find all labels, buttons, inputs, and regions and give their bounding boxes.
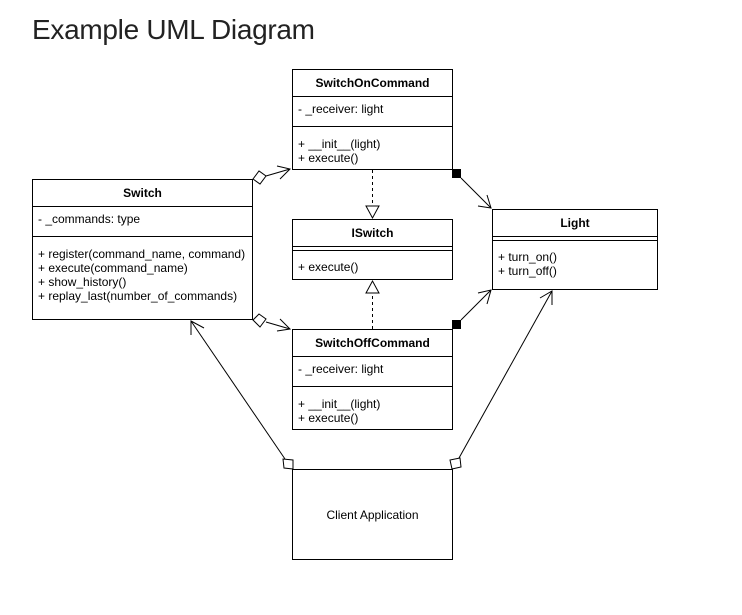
method: + turn_off() <box>498 264 557 278</box>
method: + __init__(light) <box>298 397 381 411</box>
realization-switchoff-iswitch <box>365 279 380 329</box>
composition-switchon-light <box>452 169 492 209</box>
class-methods: + turn_on() + turn_off() <box>493 241 657 284</box>
class-attributes: - _receiver: light <box>293 97 452 127</box>
class-name: SwitchOnCommand <box>293 70 452 97</box>
method: + execute(command_name) <box>38 261 188 275</box>
class-name: SwitchOffCommand <box>293 330 452 357</box>
class-light[interactable]: Light + turn_on() + turn_off() <box>492 209 658 290</box>
class-name: Switch <box>33 180 252 207</box>
class-attributes: - _commands: type <box>33 207 252 237</box>
class-methods: + execute() <box>293 251 452 280</box>
class-iswitch[interactable]: ISwitch + execute() <box>292 219 453 280</box>
method: + execute() <box>298 260 359 274</box>
method: + execute() <box>298 411 359 425</box>
aggregation-client-light <box>449 290 553 470</box>
attribute: - _receiver: light <box>298 102 384 116</box>
method: + show_history() <box>38 275 127 289</box>
attribute: - _commands: type <box>38 212 141 226</box>
method: + turn_on() <box>498 250 558 264</box>
class-switch[interactable]: Switch - _commands: type + register(comm… <box>32 179 253 320</box>
client-application-box[interactable]: Client Application <box>292 469 453 560</box>
method: + register(command_name, command) <box>38 247 246 261</box>
class-attributes: - _receiver: light <box>293 357 452 387</box>
class-switch-on-command[interactable]: SwitchOnCommand - _receiver: light + __i… <box>292 69 453 170</box>
composition-switchoff-light <box>452 289 492 329</box>
method: + replay_last(number_of_commands) <box>38 289 238 303</box>
class-name: Light <box>493 210 657 237</box>
class-switch-off-command[interactable]: SwitchOffCommand - _receiver: light + __… <box>292 329 453 430</box>
class-methods: + __init__(light) + execute() <box>293 127 452 171</box>
class-attributes <box>493 237 657 241</box>
client-label: Client Application <box>326 507 419 522</box>
aggregation-client-switch <box>190 320 294 470</box>
method: + execute() <box>298 151 359 165</box>
aggregation-switch-switchoff <box>252 313 292 332</box>
class-methods: + __init__(light) + execute() <box>293 387 452 431</box>
class-methods: + register(command_name, command) + exec… <box>33 237 252 309</box>
realization-switchon-iswitch <box>365 170 380 220</box>
attribute: - _receiver: light <box>298 362 384 376</box>
aggregation-switch-switchon <box>252 165 291 185</box>
diagram-title: Example UML Diagram <box>32 14 315 45</box>
method: + __init__(light) <box>298 137 381 151</box>
class-name: ISwitch <box>293 220 452 247</box>
class-attributes <box>293 247 452 251</box>
